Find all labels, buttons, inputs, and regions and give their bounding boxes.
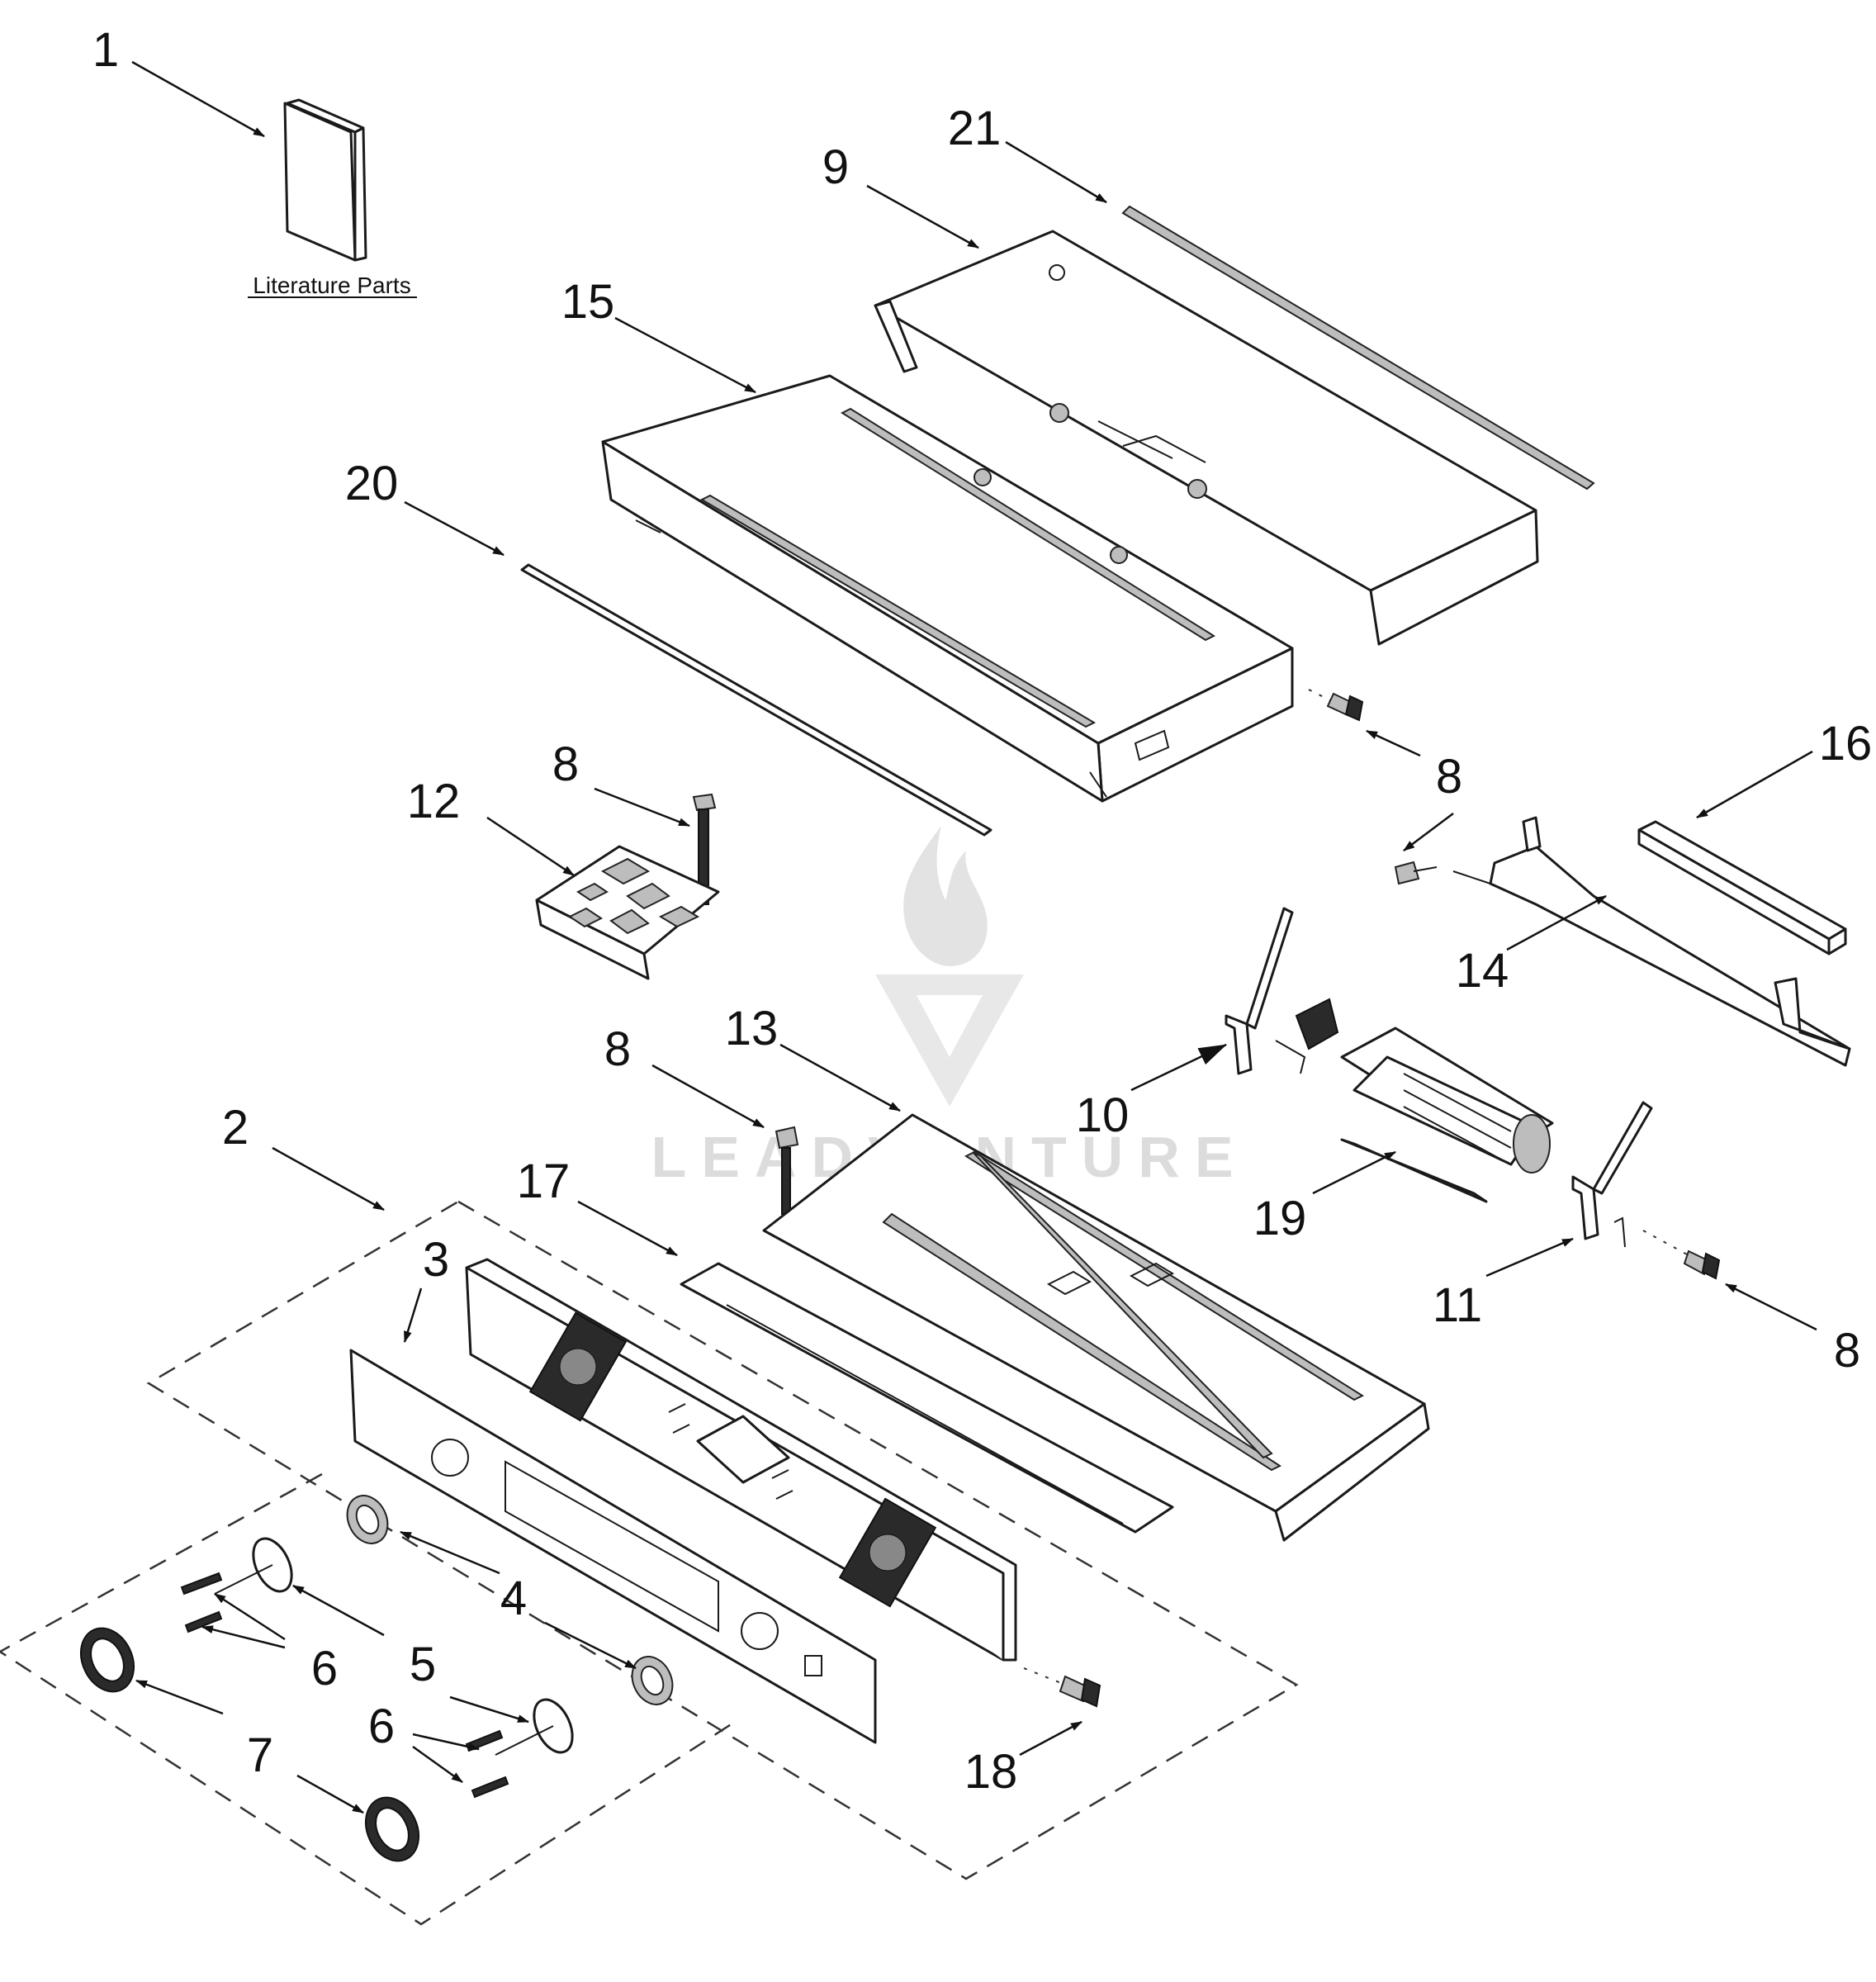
callout-16: 16 [1819, 717, 1873, 771]
callout-13: 13 [725, 1002, 779, 1055]
screw-bracket-rail [1394, 861, 1438, 885]
watermark-v-icon [875, 974, 1024, 1107]
assembly-outline [0, 1200, 1299, 1926]
callout-5: 5 [410, 1638, 436, 1691]
part-gasket-strip-top [1121, 205, 1595, 491]
callout-labels: 1 21 9 15 20 8 16 8 12 14 13 8 10 2 17 1… [92, 23, 1872, 1799]
part-gasket-strip-bottom [520, 563, 992, 837]
callout-8-fan: 8 [604, 1022, 631, 1076]
callout-14: 14 [1456, 944, 1509, 998]
part-knob-lower [364, 1796, 420, 1862]
part-knob-bezel-upper [346, 1495, 389, 1544]
callout-19: 19 [1253, 1192, 1307, 1245]
part-bracket-right [1571, 1101, 1653, 1248]
part-rail [1452, 816, 1851, 1067]
callout-7: 7 [247, 1728, 273, 1782]
screw-bracket-right [1642, 1230, 1721, 1280]
callout-8-board: 8 [552, 737, 579, 791]
part-control-panel-trim [349, 1349, 877, 1744]
callout-4: 4 [500, 1572, 527, 1625]
part-top-cover [874, 230, 1539, 646]
part-knob-shaft-upper [214, 1537, 293, 1595]
part-screw-trim [1023, 1667, 1101, 1708]
screw-chassis [1308, 689, 1364, 722]
screw-control-board [692, 793, 717, 905]
callout-10: 10 [1076, 1088, 1130, 1142]
callout-2: 2 [222, 1101, 249, 1155]
part-bracket-left [1225, 907, 1294, 1075]
screw-fan-mount [775, 1126, 799, 1215]
part-control-board [535, 845, 720, 980]
callout-21: 21 [948, 102, 1002, 155]
callout-6-upper: 6 [311, 1642, 338, 1695]
part-knob-shaft-lower [495, 1698, 574, 1756]
part-small-screws-lower [465, 1729, 509, 1799]
part-chassis [601, 374, 1294, 803]
leader-lines [131, 60, 1817, 1814]
callout-20: 20 [345, 457, 399, 510]
callout-8-chassis: 8 [1436, 750, 1462, 804]
part-literature: Literature Parts [248, 98, 417, 298]
part-knob-upper [79, 1627, 135, 1693]
callout-1: 1 [92, 23, 119, 77]
callout-15: 15 [561, 275, 615, 329]
callout-3: 3 [423, 1233, 449, 1287]
callout-17: 17 [517, 1155, 571, 1208]
callout-18: 18 [964, 1745, 1018, 1799]
callout-6-lower: 6 [368, 1700, 395, 1753]
part-control-panel-housing [465, 1258, 1017, 1662]
callout-8-bracket: 8 [1834, 1324, 1860, 1377]
part-insulation-block [1637, 820, 1847, 955]
part-small-screws-upper [180, 1572, 223, 1633]
part-knob-bezel-lower [631, 1656, 674, 1705]
part-fan-mount-plate [762, 1113, 1430, 1542]
callout-12: 12 [407, 775, 461, 828]
part-insulation-panel [680, 1262, 1174, 1534]
part-blower-fan [1275, 998, 1554, 1203]
callout-9: 9 [822, 140, 849, 194]
callout-11: 11 [1433, 1278, 1482, 1332]
watermark-flame-icon [903, 826, 988, 966]
literature-parts-caption: Literature Parts [253, 273, 410, 298]
